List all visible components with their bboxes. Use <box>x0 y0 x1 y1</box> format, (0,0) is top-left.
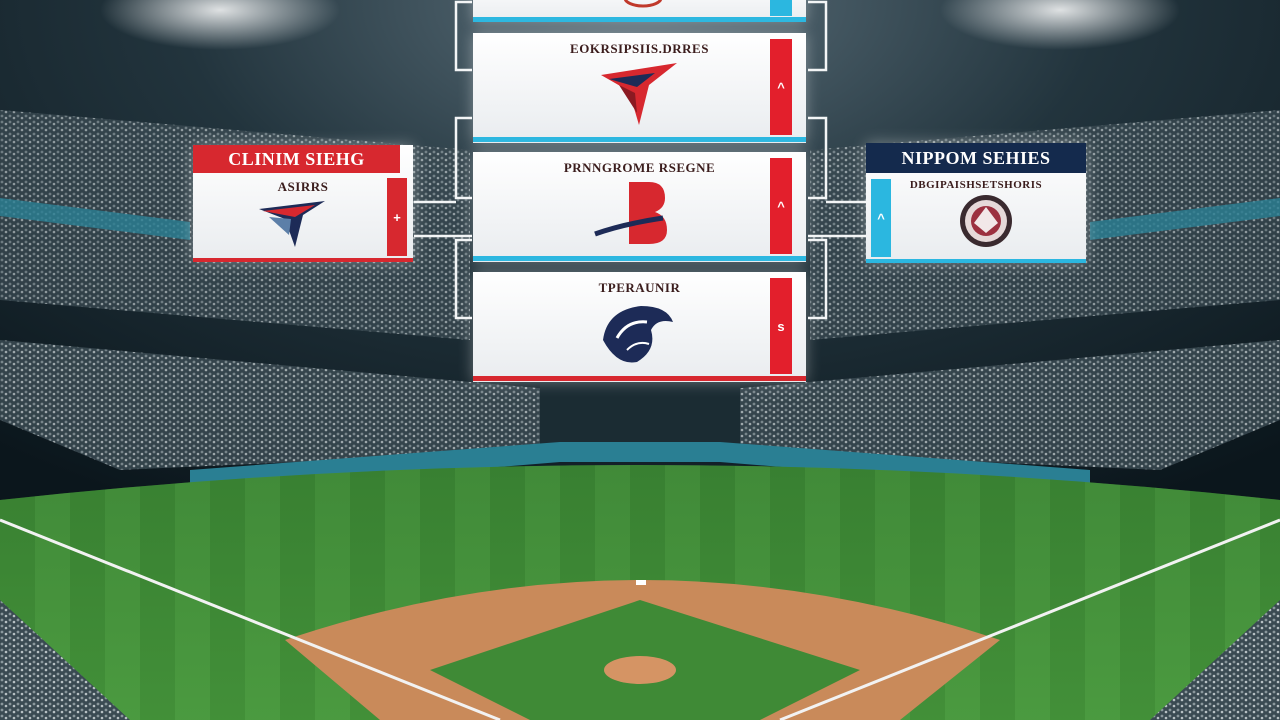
center-card-3-subtitle: PRNNGROME RSEGNE <box>563 160 716 175</box>
left-card-underline <box>193 258 413 262</box>
center-card-4-subtitle: TPERAUNIR <box>598 280 681 295</box>
center-card-2-subtitle: EOKRSIPSIIS.DRRES <box>570 41 709 56</box>
bracket-line-right-top <box>808 0 828 72</box>
bracket-line-left-join <box>414 200 472 238</box>
circle-crest-logo-icon <box>960 195 1012 247</box>
center-card-2-side-mark: ^ <box>777 79 785 95</box>
horse-head-logo-icon <box>603 306 673 363</box>
bracket-line-left-low <box>454 238 472 320</box>
right-series-card[interactable]: NIPPOM SEHIES DBGIPAISHSETSHORIS ^ <box>866 143 1086 263</box>
center-card-2-underline <box>473 137 806 142</box>
center-card-4-side-mark: s <box>777 318 785 334</box>
center-card-4-side-bar: s <box>770 278 792 374</box>
left-card-side-mark: + <box>393 209 401 225</box>
swoosh-logo-icon <box>259 201 325 247</box>
right-card-side-bar: ^ <box>871 179 891 257</box>
bracket-line-right-join <box>808 200 866 238</box>
letter-b-logo-icon <box>594 182 667 244</box>
bracket-line-right-mid <box>808 116 828 200</box>
right-card-subtitle: DBGIPAISHSETSHORIS <box>909 179 1043 191</box>
bracket-line-right-low <box>808 238 828 320</box>
bracket-line-left-top <box>454 0 472 72</box>
center-card-1-underline <box>473 17 806 22</box>
center-card-3-underline <box>473 256 806 261</box>
center-card-4-underline <box>473 376 806 381</box>
left-card-subtitle: ASIRRS <box>277 179 329 194</box>
center-card-2-side-bar: ^ <box>770 39 792 135</box>
arrow-wing-logo-icon <box>601 63 677 125</box>
left-card-header: CLINIM SIEHG <box>193 145 400 173</box>
bracket-line-left-mid <box>454 116 472 200</box>
center-card-3[interactable]: PRNNGROME RSEGNE ^ <box>473 152 806 262</box>
center-card-1[interactable] <box>473 0 806 22</box>
right-card-title: NIPPOM SEHIES <box>901 147 1051 168</box>
right-card-header: NIPPOM SEHIES <box>866 143 1086 173</box>
right-card-side-mark: ^ <box>877 210 885 226</box>
center-card-3-side-mark: ^ <box>777 198 785 214</box>
right-card-underline <box>866 259 1086 263</box>
center-card-3-side-bar: ^ <box>770 158 792 254</box>
center-card-1-side-bar <box>770 0 792 16</box>
left-card-title: CLINIM SIEHG <box>228 148 365 169</box>
center-card-2[interactable]: EOKRSIPSIIS.DRRES ^ <box>473 33 806 143</box>
left-series-card[interactable]: CLINIM SIEHG ASIRRS + <box>193 145 413 262</box>
left-card-side-bar: + <box>387 178 407 256</box>
top-partial-logo-icon <box>623 0 663 8</box>
center-card-4[interactable]: TPERAUNIR s <box>473 272 806 382</box>
